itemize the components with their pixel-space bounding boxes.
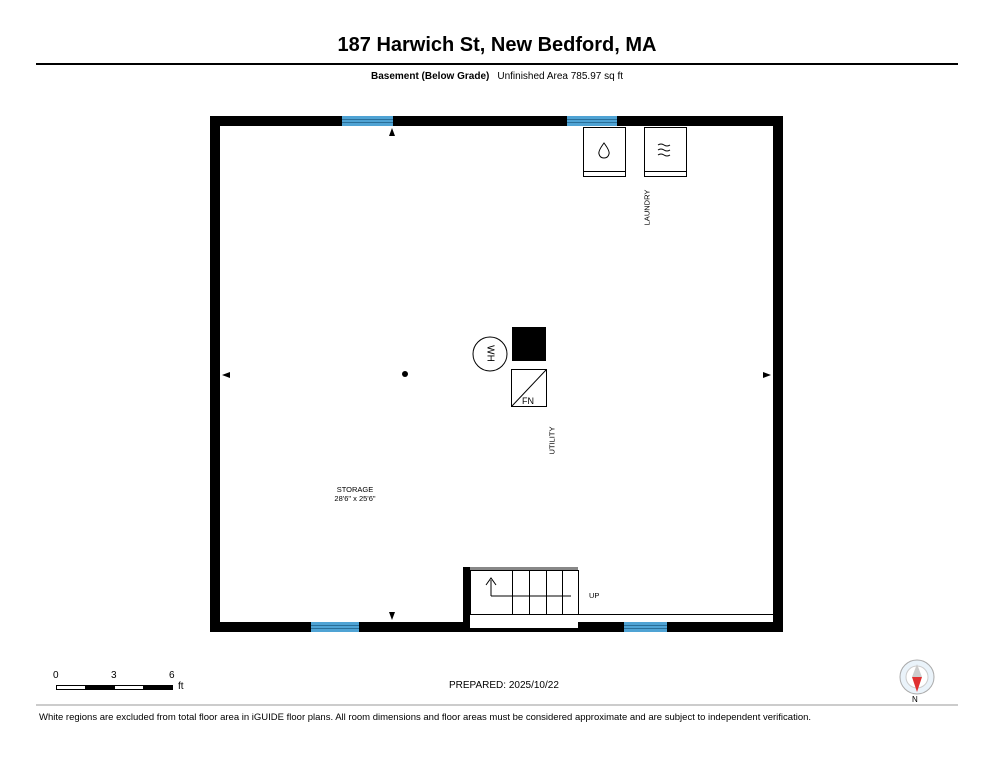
window [311,622,359,632]
scale-tick: 3 [111,670,117,681]
heat-waves-icon [657,143,671,157]
room-name: STORAGE [336,485,374,494]
scale-tick: 0 [53,670,59,681]
room-dimensions: 28'6" x 25'6" [334,494,376,503]
window [342,116,393,126]
scale-unit: ft [178,681,184,692]
windows [311,116,667,632]
level-name: Basement (Below Grade) [370,71,490,82]
furnace-label: FN [522,396,534,406]
compass-icon [899,659,935,695]
dryer [644,127,687,177]
window [567,116,617,126]
floor-subtitle: Basement (Below Grade) Unfinished Area 78… [0,71,994,82]
compass-label: N [912,695,918,704]
prepared-date: PREPARED: 2025/10/22 [449,680,559,691]
walls [210,116,783,632]
water-heater-label: WH [484,345,496,362]
water-drop-icon [598,142,610,159]
header-divider [36,63,958,65]
disclaimer: White regions are excluded from total fl… [39,712,812,723]
furnace [511,369,547,407]
page-title: 187 Harwich St, New Bedford, MA [337,34,657,56]
window [624,622,667,632]
scale-tick: 6 [169,670,175,681]
water-heater [472,336,508,372]
floor-area: Unfinished Area 785.97 sq ft [497,71,623,82]
dimension-markers [222,128,771,620]
stairs-label: UP [589,591,600,600]
stairs[interactable] [470,567,773,616]
washer [583,127,626,177]
scale-bar [56,685,173,690]
stair-arrow-icon [485,577,571,597]
room-label-laundry: LAUNDRY [642,189,652,226]
chimney [512,327,546,361]
room-label-utility: UTILITY [547,426,557,455]
